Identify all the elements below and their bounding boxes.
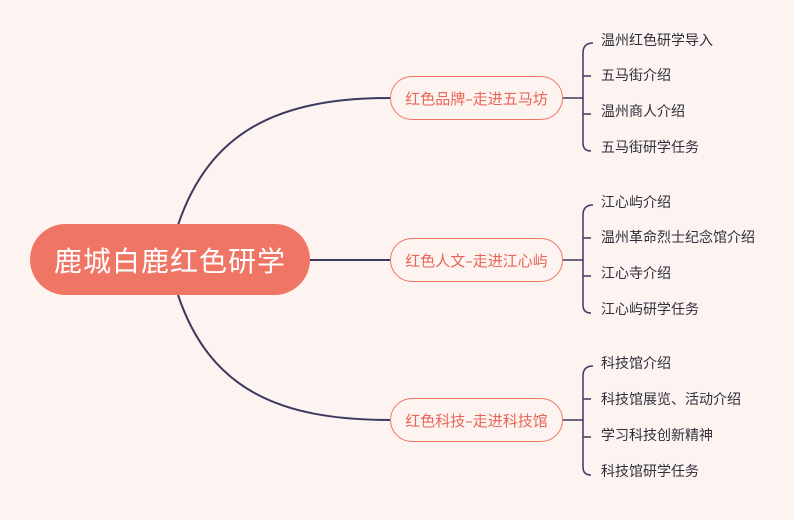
connector-root-branch-1 [177, 97, 391, 226]
bracket-branch-2 [582, 204, 594, 314]
connector-root-branch-3 [177, 294, 391, 421]
leaf-node[interactable]: 科技馆介绍 [601, 356, 671, 372]
bracket-branch-1 [582, 42, 594, 152]
leaf-node[interactable]: 温州商人介绍 [601, 104, 685, 120]
leaf-node[interactable]: 科技馆展览、活动介绍 [601, 392, 741, 408]
leaf-node[interactable]: 五马街介绍 [601, 68, 671, 84]
leaf-node[interactable]: 江心屿研学任务 [601, 302, 699, 318]
branch-node-red-humanities[interactable]: 红色人文–走进江心屿 [390, 238, 563, 282]
branch-node-red-technology[interactable]: 红色科技–走进科技馆 [390, 398, 563, 442]
leaf-node[interactable]: 江心寺介绍 [601, 266, 671, 282]
leaf-node[interactable]: 科技馆研学任务 [601, 464, 699, 480]
branch-node-red-brand[interactable]: 红色品牌–走进五马坊 [390, 76, 563, 120]
leaf-node[interactable]: 江心屿介绍 [601, 195, 671, 211]
root-node[interactable]: 鹿城白鹿红色研学 [30, 224, 310, 295]
leaf-node[interactable]: 学习科技创新精神 [601, 428, 713, 444]
leaf-node[interactable]: 五马街研学任务 [601, 140, 699, 156]
leaf-node[interactable]: 温州革命烈士纪念馆介绍 [601, 230, 755, 246]
leaf-node[interactable]: 温州红色研学导入 [601, 33, 713, 49]
bracket-branch-3 [582, 365, 594, 476]
